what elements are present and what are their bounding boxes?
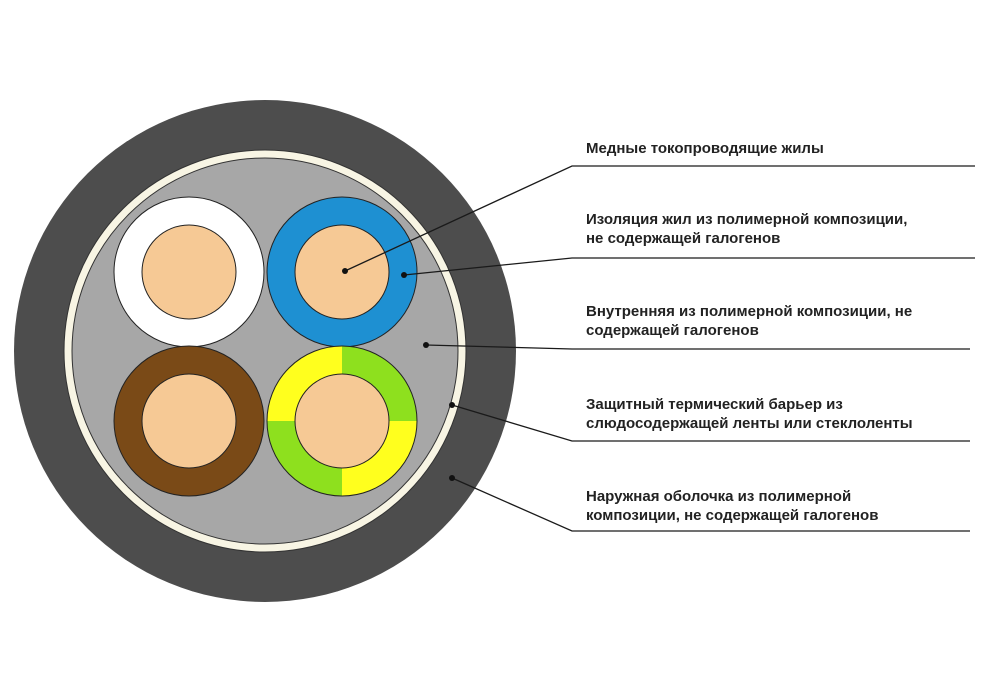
leader-dot bbox=[449, 475, 455, 481]
leader-line-core-insulation bbox=[403, 257, 975, 276]
leader-line-outer-sheath bbox=[451, 477, 970, 532]
label-outer-sheath: Наружная оболочка из полимерной композиц… bbox=[586, 488, 879, 524]
leader-dots bbox=[342, 268, 455, 481]
leader-line-inner-sheath bbox=[425, 344, 970, 350]
leader-dot bbox=[401, 272, 407, 278]
core-white bbox=[113, 196, 265, 348]
leader-line-conductors bbox=[344, 165, 975, 272]
core-blue bbox=[266, 196, 418, 348]
copper-conductor bbox=[294, 224, 390, 320]
copper-conductor bbox=[294, 373, 390, 469]
label-thermal-barrier: Защитный термический барьер из слюдосоде… bbox=[586, 396, 913, 432]
core-brown bbox=[113, 345, 265, 497]
copper-conductor bbox=[141, 373, 237, 469]
inner-sheath bbox=[71, 157, 459, 545]
label-inner-sheath: Внутренняя из полимерной композиции, не … bbox=[586, 303, 913, 339]
core-yellow-green bbox=[266, 345, 418, 497]
leader-dot bbox=[423, 342, 429, 348]
label-core-insulation: Изоляция жил из полимерной композиции, н… bbox=[586, 211, 908, 247]
copper-conductor bbox=[141, 224, 237, 320]
insulation-outline bbox=[266, 345, 418, 497]
leader-dot bbox=[342, 268, 348, 274]
leader-dot bbox=[449, 402, 455, 408]
label-conductors: Медные токопроводящие жилы bbox=[586, 140, 824, 157]
leader-lines bbox=[344, 165, 975, 532]
leader-line-thermal-barrier bbox=[451, 404, 970, 442]
